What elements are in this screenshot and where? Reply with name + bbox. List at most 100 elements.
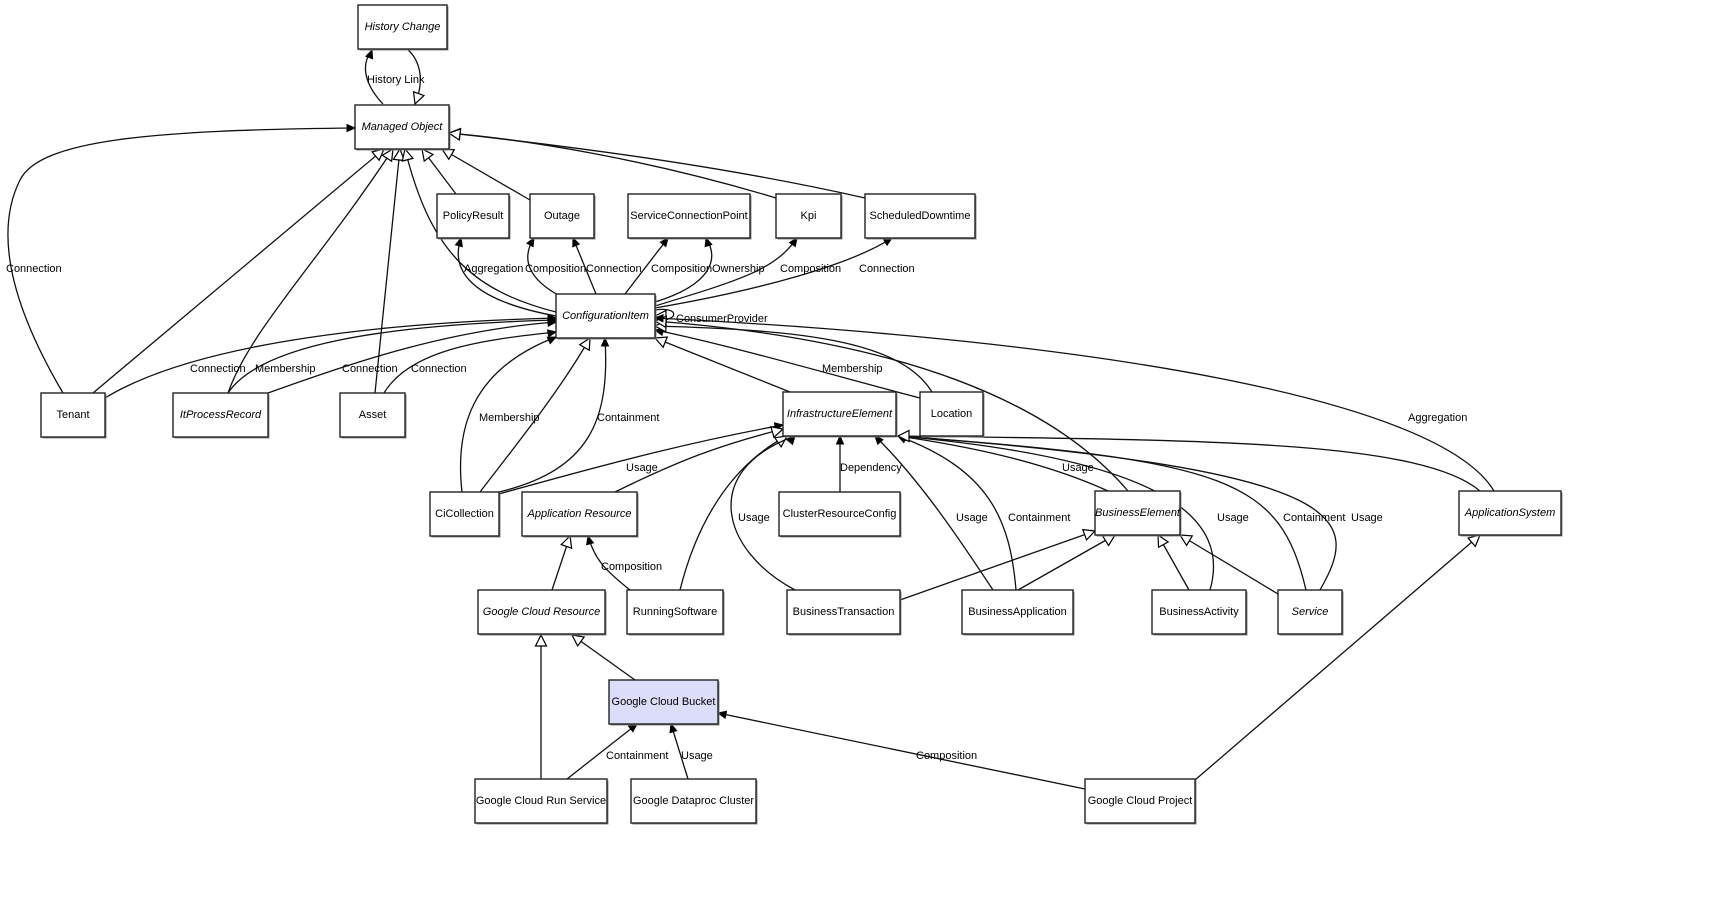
edge-line (1194, 534, 1481, 781)
edge-line (670, 723, 689, 780)
node-box (630, 778, 757, 824)
edge-line (457, 237, 557, 317)
edge-inheritance (374, 147, 406, 394)
edge-line (654, 337, 791, 393)
class-node-cluster-resource-config[interactable]: ClusterResourceConfig (778, 491, 902, 538)
class-node-policy-result[interactable]: PolicyResult (436, 193, 511, 240)
class-node-business-activity[interactable]: BusinessActivity (1151, 589, 1248, 636)
association-arrow-icon (600, 336, 610, 347)
association-arrow-icon (716, 710, 728, 719)
edge-label: Composition (525, 263, 586, 275)
edge-line (614, 428, 784, 493)
class-node-business-element[interactable]: BusinessElement (1094, 490, 1182, 537)
class-node-history-change[interactable]: History Change (357, 4, 449, 51)
edge-label: Connection (859, 263, 915, 275)
class-node-google-cloud-run-service[interactable]: Google Cloud Run Service (474, 778, 609, 825)
edge-line (566, 723, 638, 780)
edge-inheritance (406, 48, 426, 106)
association-arrow-icon (547, 318, 558, 327)
class-node-application-system[interactable]: ApplicationSystem (1458, 490, 1563, 537)
node-label: BusinessApplication (968, 606, 1066, 618)
inheritance-arrow-icon (653, 336, 669, 349)
edge-label: Usage (956, 512, 988, 524)
class-node-service-connection-point[interactable]: ServiceConnectionPoint (627, 193, 752, 240)
class-node-google-cloud-project[interactable]: Google Cloud Project (1084, 778, 1197, 825)
class-node-tenant[interactable]: Tenant (40, 392, 107, 439)
edges-layer (7, 48, 1495, 790)
edge-association (526, 236, 561, 297)
edge-line (227, 148, 394, 394)
node-label: CiCollection (435, 508, 494, 520)
inheritance-arrow-icon (1157, 533, 1170, 549)
edge-association (364, 48, 384, 105)
edge-inheritance (227, 147, 394, 394)
class-node-google-cloud-resource[interactable]: Google Cloud Resource (477, 589, 607, 636)
edge-inheritance (447, 128, 866, 199)
class-node-google-dataproc-cluster[interactable]: Google Dataproc Cluster (630, 778, 758, 825)
class-node-service[interactable]: Service (1277, 589, 1344, 636)
node-box (775, 193, 842, 239)
edge-line (654, 325, 933, 393)
inheritance-arrow-icon (440, 148, 456, 161)
class-node-outage[interactable]: Outage (529, 193, 596, 240)
class-node-kpi[interactable]: Kpi (775, 193, 843, 240)
node-box (529, 193, 595, 239)
edge-inheritance (551, 534, 573, 591)
edge-inheritance (653, 319, 933, 393)
edge-inheritance (899, 528, 1097, 601)
edge-line (654, 317, 1495, 492)
node-label: Application Resource (527, 508, 632, 520)
class-node-application-resource[interactable]: Application Resource (521, 491, 639, 538)
class-node-infrastructure-element[interactable]: InfrastructureElement (782, 391, 898, 438)
edge-line (104, 317, 557, 399)
edge-inheritance (92, 148, 386, 394)
edge-line (571, 634, 636, 681)
node-label: Kpi (801, 210, 817, 222)
edge-inheritance (479, 336, 591, 493)
edge-line (227, 319, 557, 394)
association-arrow-icon (526, 236, 535, 248)
class-node-location[interactable]: Location (919, 391, 985, 438)
node-box (1151, 589, 1247, 635)
node-box (864, 193, 976, 239)
edge-label: Containment (597, 412, 659, 424)
node-box (40, 392, 106, 438)
edge-label: Composition (916, 750, 977, 762)
class-node-configuration-item[interactable]: ConfigurationItem (555, 293, 657, 340)
edge-label: Usage (626, 462, 658, 474)
class-node-managed-object[interactable]: Managed Object (354, 104, 451, 151)
edge-association (498, 336, 610, 493)
edge-inheritance (1194, 534, 1482, 781)
edge-association (730, 435, 796, 591)
node-label: BusinessElement (1095, 507, 1181, 519)
node-box (521, 491, 638, 537)
edge-label: Connection (190, 363, 246, 375)
node-label: Google Dataproc Cluster (633, 795, 754, 807)
class-node-scheduled-downtime[interactable]: ScheduledDowntime (864, 193, 977, 240)
edge-label: Membership (822, 363, 883, 375)
node-label: Service (1292, 606, 1329, 618)
class-node-google-cloud-bucket[interactable]: Google Cloud Bucket (608, 679, 720, 726)
inheritance-arrow-icon (412, 90, 426, 106)
edge-inheritance (1017, 534, 1117, 591)
class-node-running-software[interactable]: RunningSoftware (626, 589, 725, 636)
class-node-ci-collection[interactable]: CiCollection (429, 491, 501, 538)
edge-inheritance (534, 633, 548, 779)
class-node-it-process-record[interactable]: ItProcessRecord (172, 392, 270, 439)
association-arrow-icon (653, 314, 664, 323)
edge-line (572, 237, 597, 295)
association-arrow-icon (572, 236, 581, 248)
class-node-business-transaction[interactable]: BusinessTransaction (786, 589, 902, 636)
class-node-asset[interactable]: Asset (339, 392, 407, 439)
node-label: ConfigurationItem (562, 310, 649, 322)
inheritance-arrow-icon (1081, 528, 1097, 542)
edge-association (669, 722, 689, 780)
class-node-business-application[interactable]: BusinessApplication (961, 589, 1075, 636)
node-box (608, 679, 719, 725)
node-box (172, 392, 269, 438)
inheritance-arrow-icon (896, 429, 910, 443)
node-label: Google Cloud Project (1088, 795, 1193, 807)
inheritance-arrow-icon (770, 425, 785, 439)
node-label: Outage (544, 210, 580, 222)
edge-association (383, 329, 558, 394)
